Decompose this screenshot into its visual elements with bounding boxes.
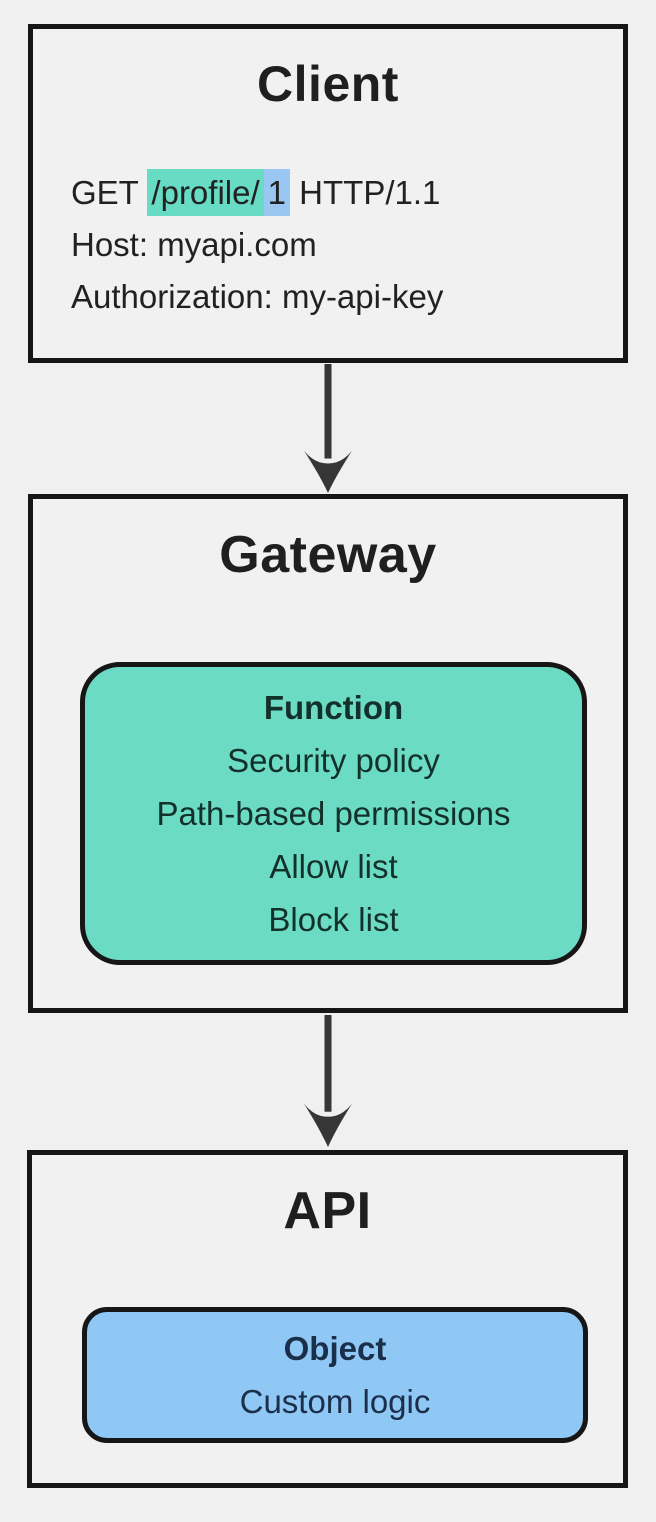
client-node: Client GET /profile/1 HTTP/1.1 Host: mya… (28, 24, 628, 363)
function-box: Function Security policy Path-based perm… (80, 662, 587, 965)
function-item: Block list (268, 901, 399, 938)
arrow-down-icon (298, 364, 358, 494)
request-id-highlight: 1 (263, 169, 290, 216)
function-box-title: Function (263, 689, 404, 726)
function-item: Allow list (269, 848, 398, 885)
arrow-down-icon (298, 1015, 358, 1148)
gateway-node-title: Gateway (219, 526, 437, 584)
object-box-title: Object (283, 1330, 387, 1367)
api-node: API Object Custom logic (27, 1150, 628, 1488)
client-node-title: Client (257, 56, 399, 112)
request-protocol: HTTP/1.1 (290, 174, 441, 211)
authorization-line: Authorization: my-api-key (71, 278, 444, 315)
request-path-highlight: /profile/ (147, 169, 264, 216)
request-line: GET /profile/1 HTTP/1.1 (71, 167, 443, 219)
function-item: Path-based permissions (156, 795, 511, 832)
api-node-title: API (283, 1182, 372, 1240)
object-item: Custom logic (239, 1383, 431, 1420)
host-line: Host: myapi.com (71, 226, 317, 263)
http-request-text: GET /profile/1 HTTP/1.1 Host: myapi.com … (71, 167, 443, 323)
request-method: GET (71, 174, 148, 211)
gateway-node: Gateway Function Security policy Path-ba… (28, 494, 628, 1013)
function-item: Security policy (227, 742, 440, 779)
object-box: Object Custom logic (82, 1307, 588, 1443)
